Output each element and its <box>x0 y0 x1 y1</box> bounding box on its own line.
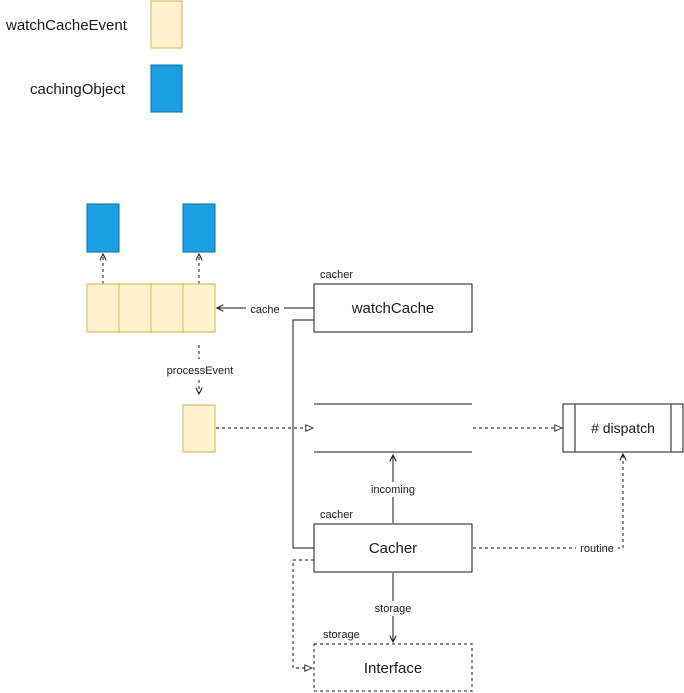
dispatch-node: # dispatch <box>562 403 684 453</box>
event-buffer <box>86 283 216 333</box>
cache-label: cache <box>250 304 279 316</box>
legend-object-swatch <box>150 64 183 113</box>
interface-box <box>313 643 473 692</box>
routine-label-bg <box>576 541 618 556</box>
routine-edge <box>473 454 623 549</box>
cache-label-bg <box>246 300 284 316</box>
legend-event-swatch <box>150 0 183 49</box>
incoming-label: incoming <box>371 484 415 496</box>
incoming-event <box>182 404 216 453</box>
buffer-cell-3 <box>150 283 184 333</box>
caching-object-2 <box>182 203 216 253</box>
buffer-cell-2 <box>118 283 152 333</box>
incoming-label-bg <box>368 482 420 497</box>
cacher-box <box>313 523 473 573</box>
caching-object-1 <box>86 203 120 253</box>
cacher-title: Cacher <box>369 540 417 557</box>
buffer-cell-1 <box>86 283 120 333</box>
process-event-label: processEvent <box>167 365 234 377</box>
cacher-to-watch-cache-edge <box>292 319 314 549</box>
legend-object-label: cachingObject <box>30 81 126 98</box>
storage-label-bg <box>370 601 416 616</box>
legend-event-label: watchCacheEvent <box>5 17 128 34</box>
watch-cache-title: watchCache <box>351 300 435 317</box>
cacher-to-interface-dashed-edge <box>292 559 314 668</box>
interface-tag: storage <box>323 629 360 641</box>
cacher-tag: cacher <box>320 509 353 521</box>
dispatch-title: # dispatch <box>591 420 655 436</box>
storage-label: storage <box>375 603 412 615</box>
buffer-cell-4 <box>182 283 216 333</box>
watch-cache-box <box>313 283 473 333</box>
watch-cache-tag: cacher <box>320 269 353 281</box>
routine-label: routine <box>580 543 614 555</box>
interface-title: Interface <box>364 660 422 677</box>
